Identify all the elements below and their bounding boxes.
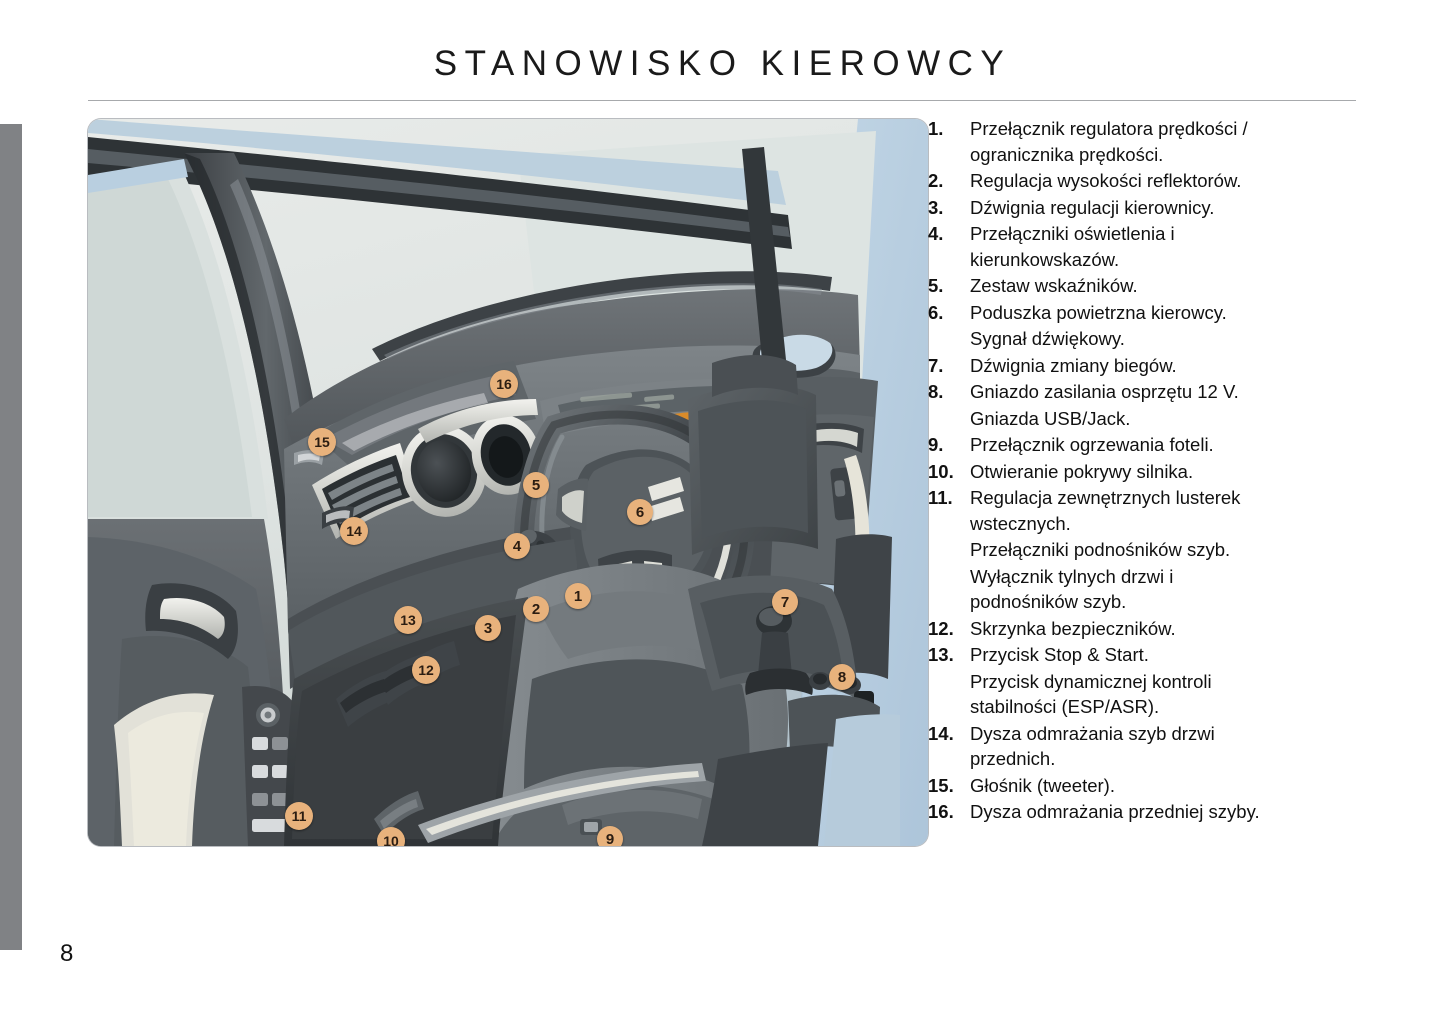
legend-label: Przełącznik ogrzewania foteli.	[970, 434, 1214, 455]
legend-label: Dźwignia zmiany biegów.	[970, 354, 1177, 376]
callout-marker-5[interactable]: 5	[523, 472, 549, 498]
callout-marker-16[interactable]: 16	[490, 370, 518, 398]
legend-label: Przycisk Stop & Start.	[970, 644, 1149, 665]
legend-label: Dysza odmrażania szyb drzwi przednich.	[970, 721, 1368, 772]
legend-sublabel: Przycisk dynamicznej kontroli stabilnośc…	[970, 669, 1368, 720]
callout-marker-4[interactable]: 4	[504, 533, 530, 559]
callout-marker-8[interactable]: 8	[829, 664, 855, 690]
legend-line: Przełącznik regulatora prędkości /	[970, 118, 1248, 139]
legend-number: 13.	[928, 644, 954, 665]
legend-item-9: 9. Przełącznik ogrzewania foteli.	[928, 432, 1368, 458]
legend-sublabel: Wyłącznik tylnych drzwi i podnośników sz…	[970, 564, 1368, 615]
callout-marker-6[interactable]: 6	[627, 499, 653, 525]
page-title: STANOWISKO KIEROWCY	[433, 44, 1012, 83]
legend-item-1: 1. Przełącznik regulatora prędkości / og…	[928, 116, 1368, 167]
legend-line: podnośników szyb.	[970, 591, 1127, 612]
legend-line: stabilności (ESP/ASR).	[970, 696, 1160, 717]
legend-number: 2.	[928, 170, 944, 191]
legend-number: 15.	[928, 774, 954, 796]
legend-number: 12.	[928, 617, 954, 639]
callout-marker-9[interactable]: 9	[597, 826, 623, 846]
legend-label: Regulacja wysokości reflektorów.	[970, 170, 1242, 191]
legend-line: Przełączniki oświetlenia i	[970, 223, 1175, 244]
legend-label: Dźwignia regulacji kierownicy.	[970, 196, 1215, 218]
legend-number: 3.	[928, 196, 944, 218]
legend-list: 1. Przełącznik regulatora prędkości / og…	[928, 116, 1368, 826]
legend-line: wstecznych.	[970, 512, 1071, 534]
legend-number: 4.	[928, 223, 944, 244]
legend-sublabel: Sygnał dźwiękowy.	[970, 328, 1125, 349]
legend-number: 11.	[928, 487, 953, 508]
legend-sublabel: Przełączniki podnośników szyb.	[970, 539, 1231, 560]
legend-line: Przycisk dynamicznej kontroli	[970, 670, 1212, 692]
legend-item-2: 2. Regulacja wysokości reflektorów.	[928, 168, 1368, 194]
legend-label: Zestaw wskaźników.	[970, 275, 1138, 296]
legend-item-12: 12. Skrzynka bezpieczników.	[928, 616, 1368, 642]
legend-item-5: 5. Zestaw wskaźników.	[928, 273, 1368, 299]
legend-label: Skrzynka bezpieczników.	[970, 617, 1176, 639]
legend-label: Regulacja zewnętrznych lusterek wsteczny…	[970, 485, 1368, 536]
legend-label: Poduszka powietrzna kierowcy.	[970, 301, 1227, 323]
legend-item-7: 7. Dźwignia zmiany biegów.	[928, 353, 1368, 379]
legend-line: ogranicznika prędkości.	[970, 143, 1164, 165]
callout-marker-1[interactable]: 1	[565, 583, 591, 609]
legend-number: 8.	[928, 381, 944, 402]
callout-marker-7[interactable]: 7	[772, 589, 798, 615]
legend-item-13-sub-1: Przycisk dynamicznej kontroli stabilnośc…	[928, 669, 1368, 720]
legend-item-8-sub-1: Gniazda USB/Jack.	[928, 406, 1368, 432]
legend-item-4: 4. Przełączniki oświetlenia i kierunkows…	[928, 221, 1368, 272]
legend-item-13: 13. Przycisk Stop & Start.	[928, 642, 1368, 668]
callout-marker-14[interactable]: 14	[340, 517, 368, 545]
legend-item-11-sub-2: Wyłącznik tylnych drzwi i podnośników sz…	[928, 564, 1368, 615]
page-thumb-tab	[0, 124, 22, 950]
legend-item-3: 3. Dźwignia regulacji kierownicy.	[928, 195, 1368, 221]
legend-item-6-sub-1: Sygnał dźwiękowy.	[928, 326, 1368, 352]
callout-marker-13[interactable]: 13	[394, 606, 422, 634]
legend-item-11-sub-1: Przełączniki podnośników szyb.	[928, 537, 1368, 563]
legend-number: 14.	[928, 722, 954, 744]
legend-line: przednich.	[970, 748, 1056, 769]
legend-label: Otwieranie pokrywy silnika.	[970, 460, 1194, 482]
legend-number: 7.	[928, 354, 944, 376]
legend-number: 10.	[928, 460, 954, 482]
callout-marker-2[interactable]: 2	[523, 596, 549, 622]
legend-item-15: 15. Głośnik (tweeter).	[928, 773, 1368, 799]
legend-label: Przełącznik regulatora prędkości / ogran…	[970, 116, 1368, 167]
legend-line: Wyłącznik tylnych drzwi i	[970, 565, 1174, 587]
legend-label: Głośnik (tweeter).	[970, 774, 1115, 796]
callout-marker-12[interactable]: 12	[412, 656, 440, 684]
legend-number: 6.	[928, 301, 944, 323]
title-divider	[88, 100, 1356, 101]
callout-marker-10[interactable]: 10	[377, 827, 405, 846]
legend-number: 1.	[928, 118, 944, 139]
legend-number: 5.	[928, 275, 944, 296]
legend-number: 9.	[928, 434, 944, 455]
legend-label: Gniazdo zasilania osprzętu 12 V.	[970, 381, 1239, 402]
legend-number: 16.	[928, 801, 954, 822]
page-number: 8	[60, 940, 74, 967]
legend-item-16: 16. Dysza odmrażania przedniej szyby.	[928, 799, 1368, 825]
legend-sublabel: Gniazda USB/Jack.	[970, 407, 1131, 429]
legend-item-6: 6. Poduszka powietrzna kierowcy.	[928, 300, 1368, 326]
legend-line: Dysza odmrażania szyb drzwi	[970, 722, 1215, 744]
legend-line: kierunkowskazów.	[970, 248, 1120, 270]
legend-item-10: 10. Otwieranie pokrywy silnika.	[928, 459, 1368, 485]
legend-item-14: 14. Dysza odmrażania szyb drzwi przednic…	[928, 721, 1368, 772]
legend-label: Dysza odmrażania przedniej szyby.	[970, 801, 1260, 822]
callout-marker-15[interactable]: 15	[308, 428, 336, 456]
legend-item-11: 11. Regulacja zewnętrznych lusterek wste…	[928, 485, 1368, 536]
callout-marker-11[interactable]: 11	[285, 802, 313, 830]
legend-line: Regulacja zewnętrznych lusterek	[970, 487, 1241, 508]
driver-position-illustration: 1 2 3 4 5 6 7 8 9 10 11 12 13 14 15 16	[88, 119, 928, 846]
legend-item-8: 8. Gniazdo zasilania osprzętu 12 V.	[928, 379, 1368, 405]
legend-label: Przełączniki oświetlenia i kierunkowskaz…	[970, 221, 1368, 272]
callout-marker-3[interactable]: 3	[475, 615, 501, 641]
